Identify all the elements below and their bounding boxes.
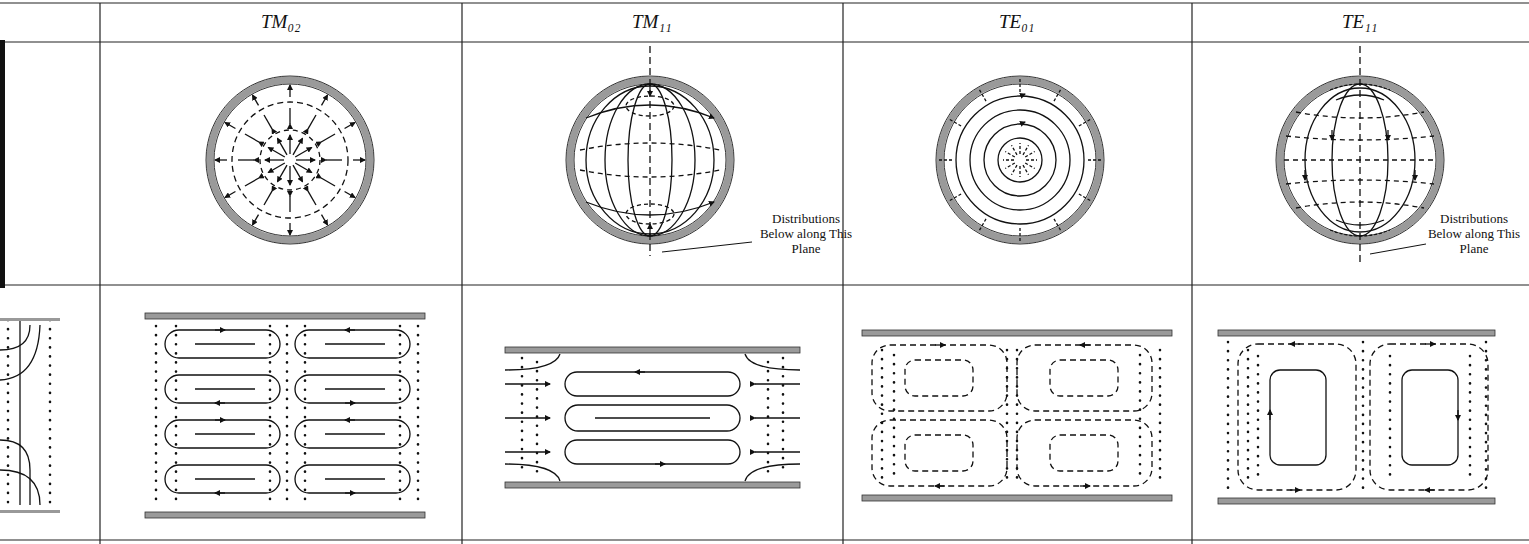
plane-callout: Distributions Below along This Plane bbox=[1424, 211, 1524, 256]
mode-heading: TE₁₁ bbox=[1342, 11, 1377, 33]
plane-callout: Distributions Below along This Plane bbox=[756, 211, 856, 256]
mode-heading: TM₁₁ bbox=[632, 11, 672, 33]
mode-heading: TM₀₂ bbox=[261, 11, 301, 33]
mode-heading: TE₀₁ bbox=[999, 11, 1034, 33]
